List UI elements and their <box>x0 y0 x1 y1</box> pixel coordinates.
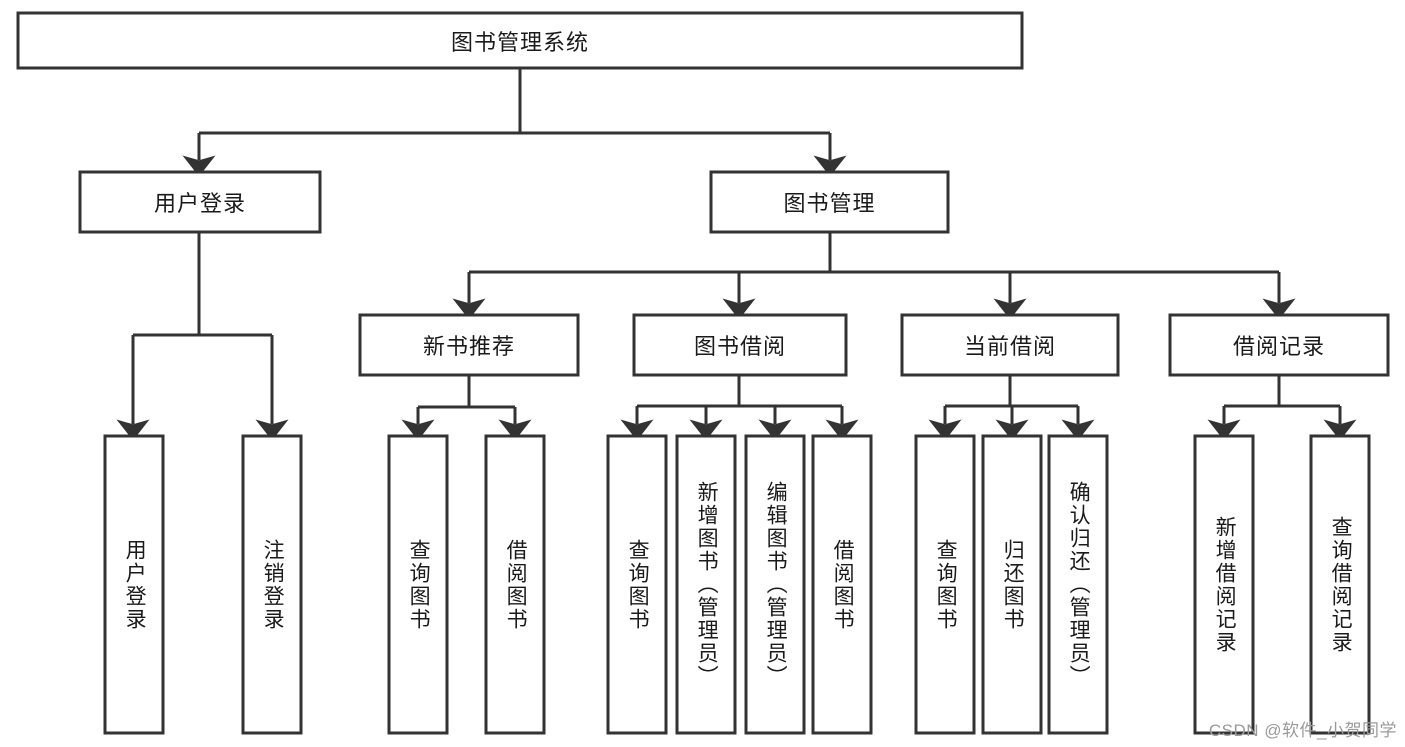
node-box-book-borrow[interactable] <box>632 313 848 377</box>
leaf-box-book-borrow-4[interactable] <box>811 434 873 735</box>
leaf-box-book-borrow-1[interactable] <box>606 434 668 735</box>
leaf-box-current-borrow-3[interactable] <box>1047 434 1109 735</box>
leaf-box-book-borrow-3[interactable] <box>744 434 806 735</box>
leaf-box-user-login-2[interactable] <box>241 434 303 735</box>
node-box-borrow-record[interactable] <box>1168 313 1390 377</box>
leaf-box-new-book-2[interactable] <box>484 434 546 735</box>
node-box-new-book[interactable] <box>358 313 580 377</box>
leaf-box-current-borrow-1[interactable] <box>914 434 976 735</box>
leaf-box-new-book-1[interactable] <box>387 434 449 735</box>
leaf-box-current-borrow-2[interactable] <box>981 434 1043 735</box>
node-box-current-borrow[interactable] <box>900 313 1120 377</box>
node-box-book-manage[interactable] <box>709 170 950 234</box>
leaf-box-user-login-1[interactable] <box>103 434 165 735</box>
leaf-box-borrow-record-1[interactable] <box>1193 434 1255 735</box>
node-box-user-login[interactable] <box>78 170 322 234</box>
leaf-box-book-borrow-2[interactable] <box>675 434 737 735</box>
node-box-root[interactable] <box>16 11 1024 70</box>
csdn-watermark: CSDN @软件_小贺同学 <box>1208 721 1397 740</box>
leaf-box-borrow-record-2[interactable] <box>1309 434 1371 735</box>
